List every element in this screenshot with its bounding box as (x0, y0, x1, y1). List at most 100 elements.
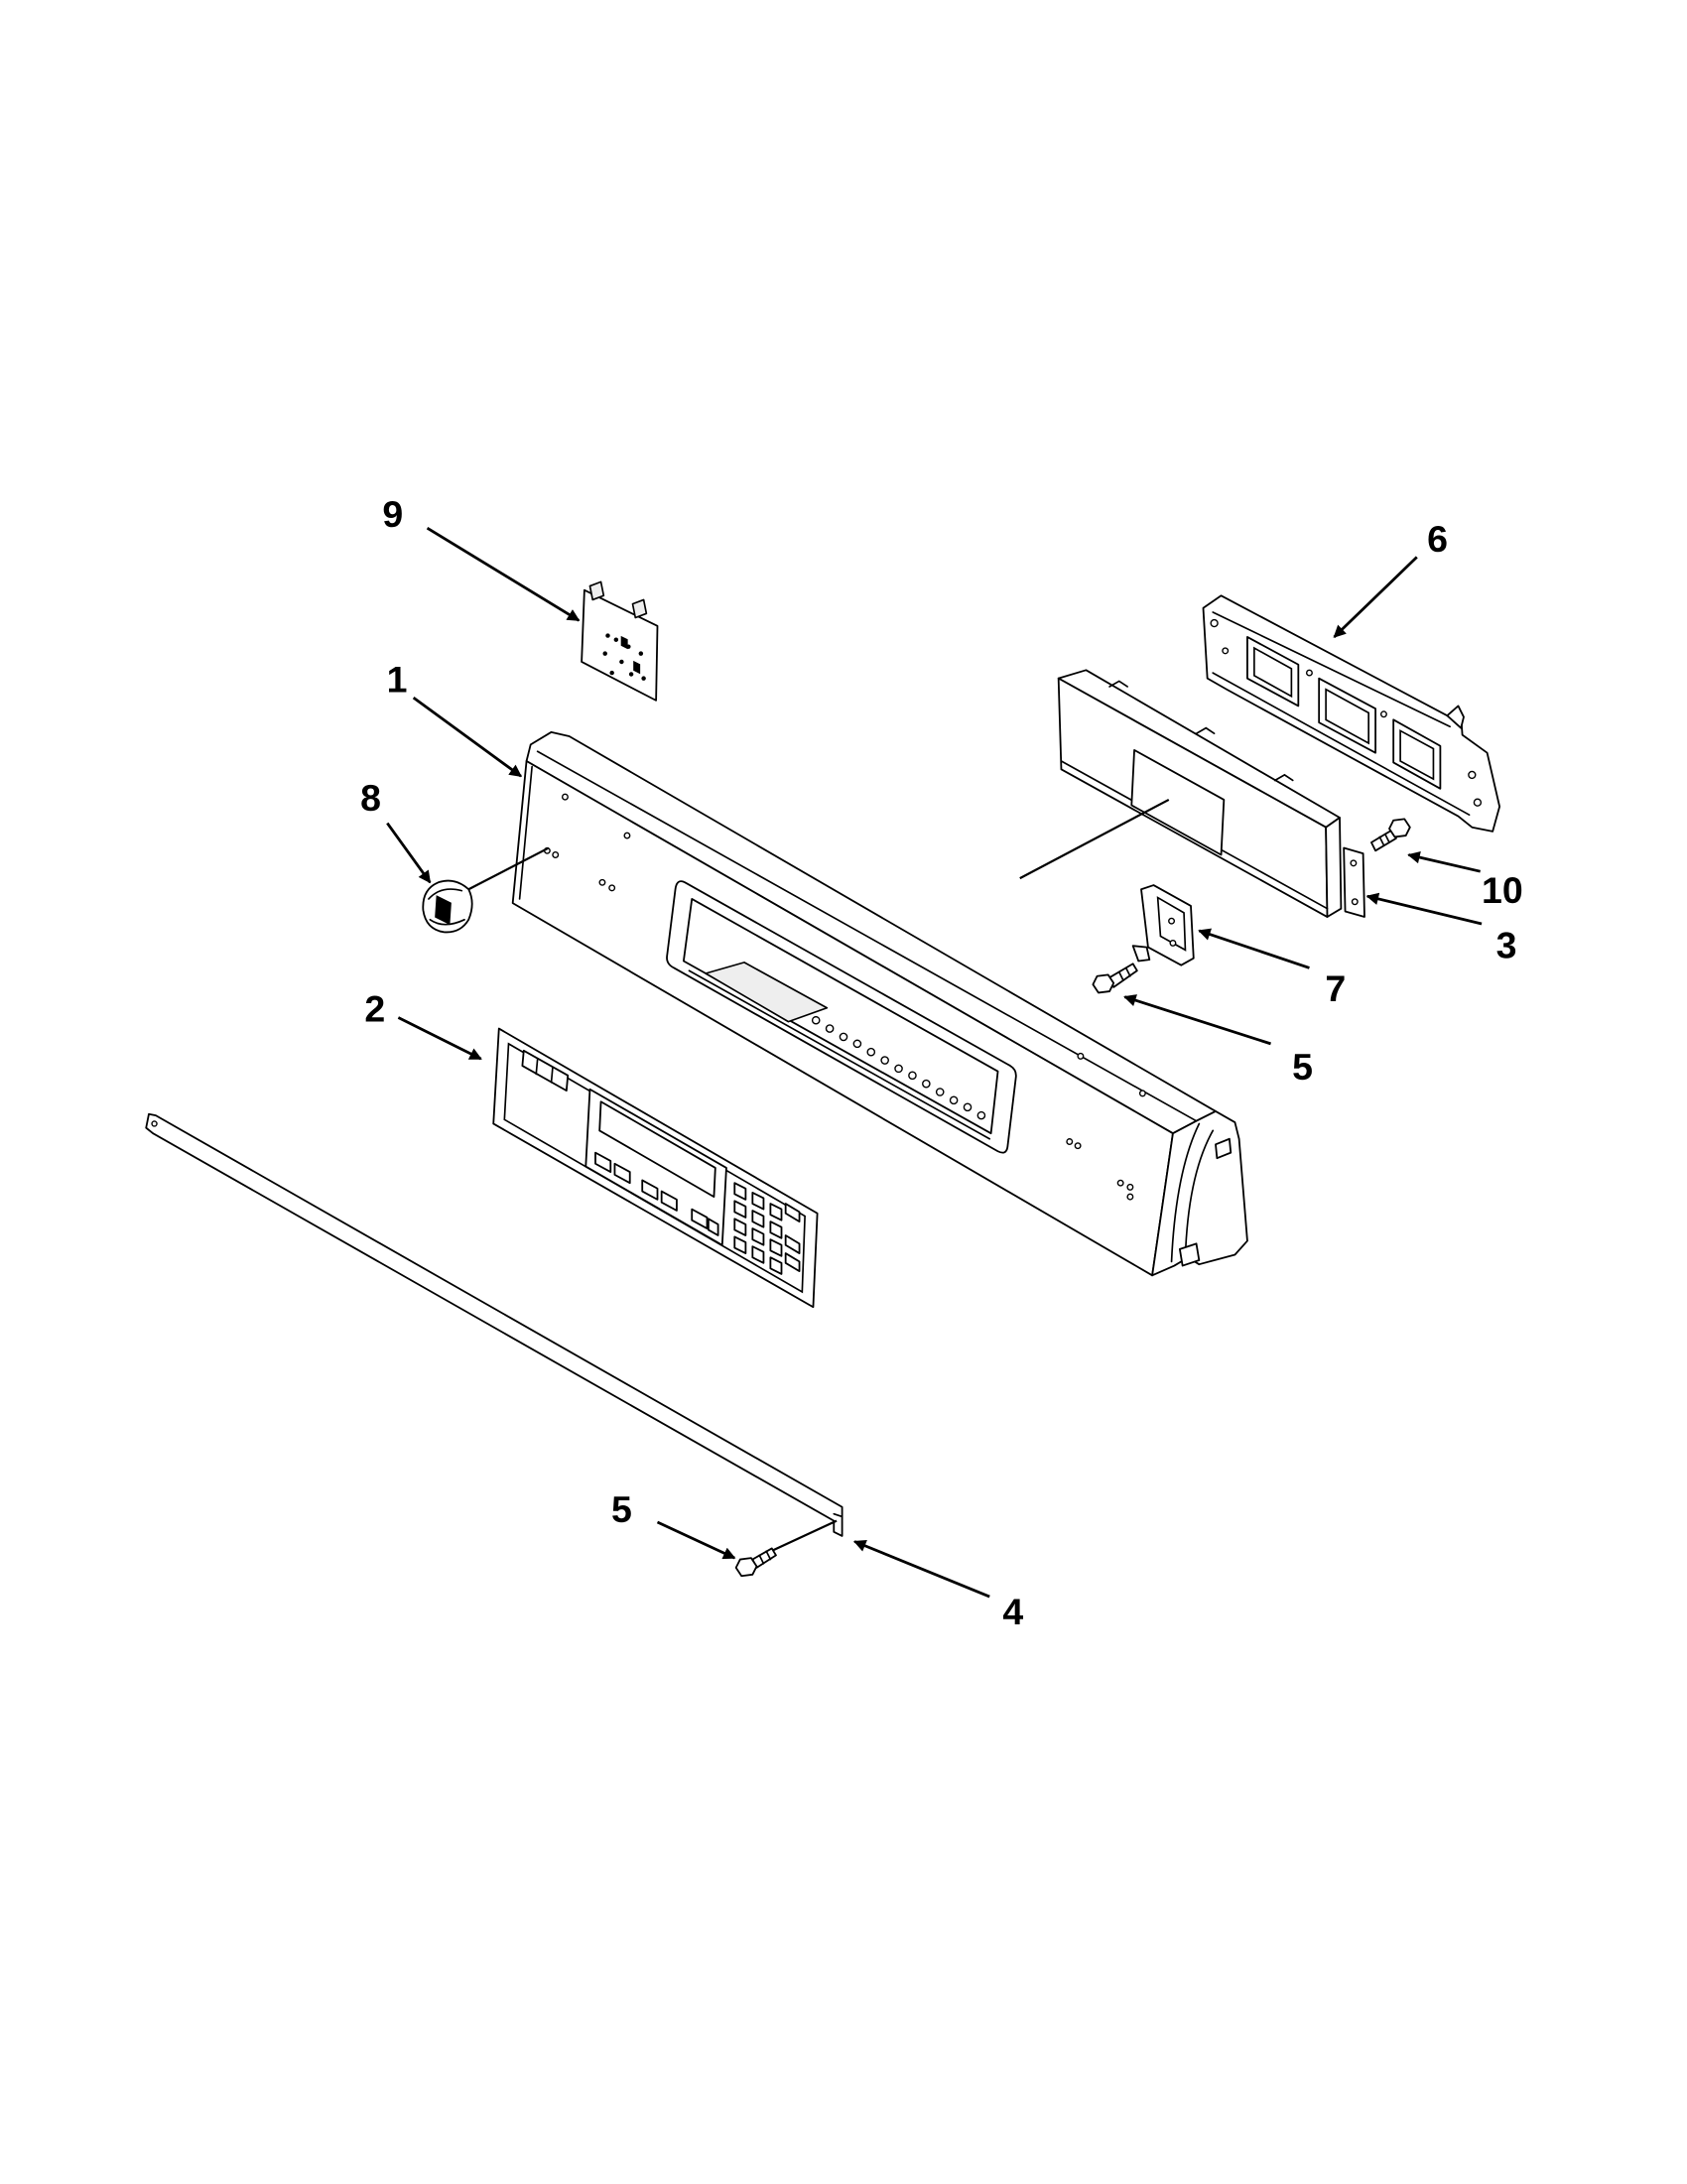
keypad-key (769, 1203, 783, 1221)
end-cap-notch (1215, 1137, 1233, 1160)
board-component (602, 651, 607, 656)
board-component (609, 670, 614, 676)
frame-hole (1379, 710, 1387, 718)
knob-pointer (435, 895, 452, 926)
screw-head (1092, 973, 1115, 994)
frame-bottom-rail (1212, 672, 1471, 817)
board-chip (633, 660, 641, 675)
screw-part-5-lower (734, 1547, 777, 1578)
board-outline (581, 588, 659, 702)
frame-tab (1446, 705, 1465, 729)
overlay-button (707, 1218, 719, 1236)
keypad-key (769, 1256, 783, 1275)
callout-label-7: 7 (1325, 967, 1346, 1009)
housing-top-notch (1273, 773, 1294, 782)
keypad-key (751, 1227, 765, 1246)
housing-display-window (1130, 748, 1226, 856)
window-connector (705, 962, 829, 1023)
frame-hole (1473, 798, 1483, 807)
frame-hole (1222, 647, 1230, 655)
callout-arrow-7 (1198, 928, 1310, 969)
keypad-key (733, 1182, 747, 1201)
callout-arrow-4 (852, 1539, 990, 1599)
bracket-hole (1351, 898, 1359, 906)
callout-label-6: 6 (1427, 518, 1448, 560)
bracket-tab (1131, 945, 1151, 963)
keypad-key (751, 1210, 765, 1228)
keypad-key (769, 1238, 783, 1257)
overlay-button (594, 1151, 612, 1173)
window-terminal-row (811, 1015, 986, 1120)
knob-part (422, 879, 473, 934)
terminal (935, 1088, 945, 1096)
callout-arrow-10 (1407, 850, 1481, 873)
small-bracket-part (1131, 884, 1195, 966)
frame-cutout-1 (1246, 636, 1300, 707)
callout-label-9: 9 (382, 493, 403, 535)
callout-label-2: 2 (364, 988, 385, 1030)
strip-hole (151, 1120, 158, 1127)
frame-cutout-3-inner (1399, 729, 1435, 781)
terminal (880, 1056, 889, 1065)
panel-hole (1126, 1193, 1134, 1201)
callout-arrow-3 (1365, 892, 1483, 926)
keypad-key (733, 1200, 747, 1219)
display-window-leader (1019, 798, 1170, 880)
panel-hole (1126, 1183, 1134, 1191)
terminal (852, 1039, 862, 1049)
bracket-body (1140, 884, 1195, 966)
terminal (949, 1095, 959, 1105)
board-component (638, 651, 644, 656)
callout-label-4: 4 (1002, 1591, 1023, 1632)
terminal (866, 1047, 876, 1057)
knob-leader (467, 846, 550, 891)
board-component (613, 637, 619, 642)
callout-arrow-5-upper (1123, 994, 1271, 1046)
keypad-key (751, 1245, 765, 1264)
callout-arrow-5-lower (656, 1520, 736, 1560)
control-panel-part (511, 730, 1248, 1277)
screw-thread (1117, 966, 1131, 981)
panel-hole (1066, 1138, 1074, 1145)
strip-body (145, 1112, 844, 1537)
overlay-button (660, 1190, 678, 1212)
keypad-key (751, 1192, 765, 1211)
callout-label-5-upper: 5 (1292, 1046, 1313, 1088)
circuit-board-part (581, 580, 659, 702)
board-component (605, 633, 610, 638)
housing-top-notch (1195, 726, 1216, 735)
bracket-hole (1169, 939, 1177, 947)
board-component (641, 676, 646, 681)
board-component (628, 672, 634, 677)
terminal (825, 1024, 835, 1033)
callout-arrow-6 (1333, 556, 1418, 638)
screw-part-10 (1370, 818, 1411, 852)
knob-skirt (429, 918, 465, 926)
screw-thread (1378, 833, 1390, 846)
callout-label-10: 10 (1482, 869, 1523, 911)
housing-top-notch (1108, 680, 1128, 688)
board-standoff (588, 580, 605, 601)
end-cap-curve-inner (1184, 1129, 1215, 1259)
housing-right-face (1325, 817, 1343, 918)
terminal (839, 1032, 848, 1042)
frame-hole (1305, 669, 1313, 677)
frame-hole (1468, 770, 1477, 780)
bracket-hole (1168, 917, 1176, 925)
callout-label-1: 1 (387, 659, 408, 701)
panel-hole (608, 884, 616, 892)
panel-hole (1077, 1052, 1085, 1060)
terminal (811, 1015, 821, 1025)
left-button-divider (535, 1058, 554, 1084)
panel-window-inner (682, 898, 999, 1135)
panel-hole (623, 832, 631, 839)
terminal (908, 1071, 917, 1081)
housing-side-bracket (1343, 846, 1365, 918)
trim-strip-part (145, 1112, 844, 1537)
callout-arrow-2 (397, 1016, 482, 1061)
terminal (976, 1110, 986, 1120)
display-screen (598, 1100, 716, 1199)
panel-hole (1138, 1090, 1146, 1097)
panel-hole (552, 851, 560, 858)
